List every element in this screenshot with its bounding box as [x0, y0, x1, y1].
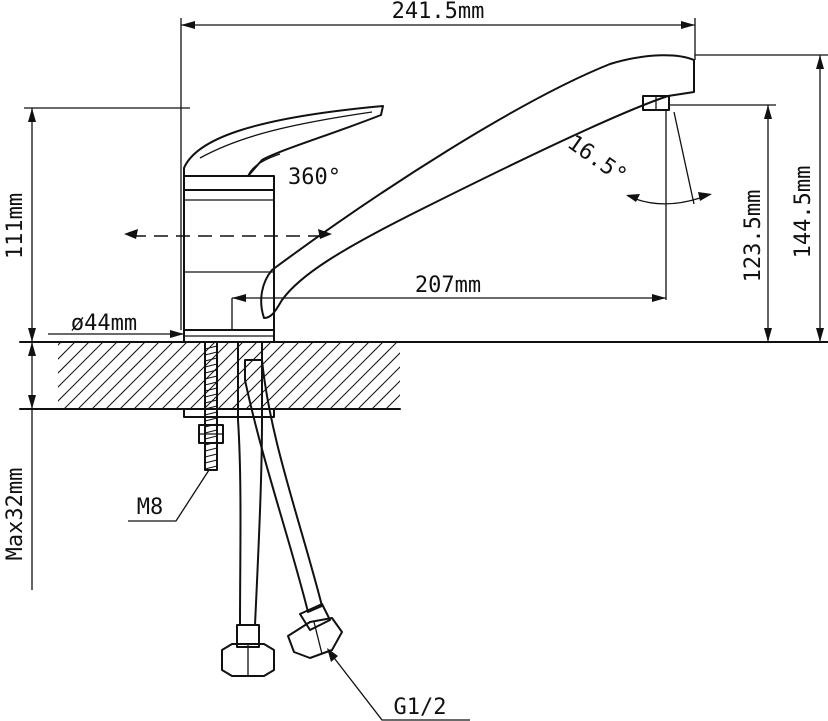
hatch-line: [385, 394, 400, 409]
swivel-arrow-left: [124, 229, 138, 239]
hatch-line: [287, 342, 356, 409]
thread-line: [204, 411, 218, 416]
label-max-counter-thickness: Max32mm: [3, 468, 28, 561]
thread-line: [204, 417, 218, 422]
hatch-line: [273, 342, 342, 409]
thread-line: [204, 375, 218, 380]
label-spout-reach: 207mm: [415, 273, 481, 298]
label-swivel-angle: 360°: [288, 165, 341, 190]
hose-nut-right: [287, 617, 343, 659]
hatch-line: [58, 342, 118, 402]
hatch-line: [259, 342, 328, 409]
mounting-plate: [183, 408, 275, 418]
countertop-hatching: [0, 342, 481, 409]
mounting-hardware: [183, 341, 343, 677]
thread-line: [204, 345, 218, 350]
body-cylinder: [183, 189, 275, 331]
thread-line: [204, 369, 218, 374]
thread-line: [204, 435, 218, 440]
spout-outline: [260, 54, 695, 319]
hose-left: [237, 341, 263, 626]
thread-line: [204, 351, 218, 356]
thread-line: [204, 459, 218, 464]
thread-line: [204, 357, 218, 362]
hatch-line: [58, 342, 90, 374]
swivel-arrow-right: [318, 229, 332, 239]
label-total-height: 144.5mm: [791, 166, 816, 259]
hatch-line: [119, 342, 188, 409]
label-stud-thread: M8: [137, 495, 164, 520]
label-hose-thread: G1/2: [394, 695, 447, 720]
hatch-line: [58, 342, 104, 388]
hatch-line: [91, 342, 160, 409]
thread-line: [204, 453, 218, 458]
hatch-line: [315, 342, 384, 409]
spout: [260, 54, 695, 319]
thread-line: [204, 381, 218, 386]
label-lever-height: 111mm: [3, 193, 28, 259]
hatch-line: [77, 342, 146, 409]
hatch-line: [217, 342, 286, 409]
hatch-line: [133, 342, 202, 409]
label-base-diameter: ø44mm: [71, 311, 137, 336]
label-outlet-height: 123.5mm: [741, 190, 766, 283]
hatch-line: [231, 342, 300, 409]
hatch-line: [175, 342, 244, 409]
hatch-line: [189, 342, 258, 409]
hose-nut-left: [221, 643, 275, 677]
hatch-line: [329, 342, 398, 409]
hatch-line: [105, 342, 174, 409]
hatch-line: [0, 342, 47, 409]
hatch-line: [58, 342, 76, 360]
thread-line: [204, 447, 218, 452]
countertop: [0, 341, 828, 410]
faucet-body: [124, 105, 384, 343]
thread-line: [204, 393, 218, 398]
dimension-lines: [24, 18, 828, 721]
thread-line: [204, 399, 218, 404]
hatch-line: [343, 352, 400, 409]
thread-line: [204, 387, 218, 392]
thread-line: [204, 429, 218, 434]
dimension-labels: 241.5mm 207mm ø44mm 360° 16.5° 144.5mm 1…: [3, 0, 816, 720]
hose-right: [244, 359, 323, 613]
cartridge-cap: [183, 175, 275, 191]
hatch-line: [371, 380, 400, 409]
label-spout-angle: 16.5°: [563, 130, 632, 188]
hatch-line: [414, 342, 481, 409]
hatch-line: [245, 342, 314, 409]
thread-line: [204, 465, 218, 470]
hatch-line: [301, 342, 370, 409]
thread-line: [204, 363, 218, 368]
lever-handle: [183, 105, 384, 177]
hatch-line: [63, 342, 132, 409]
hatch-line: [147, 342, 216, 409]
hatch-line: [399, 408, 400, 409]
label-overall-length: 241.5mm: [392, 0, 485, 24]
hatch-line: [357, 366, 400, 409]
hatch-line: [161, 342, 230, 409]
